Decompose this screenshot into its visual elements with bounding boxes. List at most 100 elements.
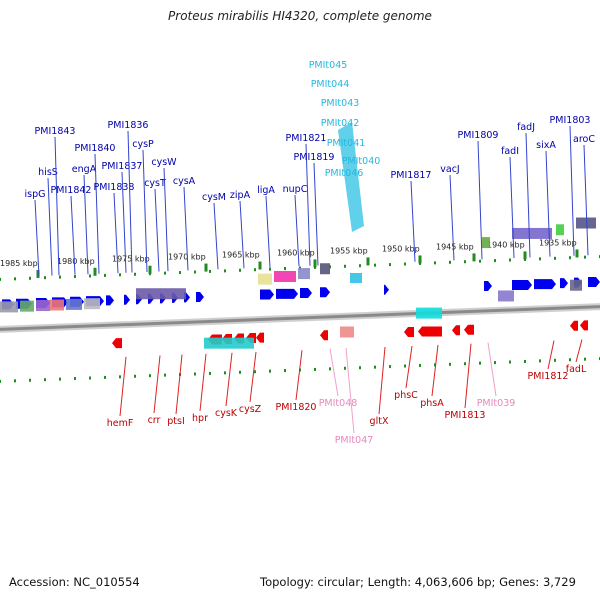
- label-leader-line: [54, 136, 60, 276]
- forward-gene-label: sixA: [536, 140, 556, 151]
- scale-major-tick: [313, 259, 317, 268]
- label-leader-line: [113, 192, 119, 274]
- scale-tick: [314, 367, 316, 371]
- reverse-gene-arrow: [464, 324, 474, 335]
- scale-major-tick: [148, 265, 152, 274]
- forward-gene-label: PMI1821: [286, 133, 327, 144]
- scale-tick: [29, 378, 31, 382]
- scale-major-tick: [93, 267, 97, 276]
- scale-tick: [299, 266, 301, 270]
- feature-block: [320, 263, 330, 275]
- forward-gene-arrow: [106, 295, 114, 306]
- label-leader-line: [449, 174, 455, 261]
- forward-gene-label: PMI1843: [35, 126, 76, 137]
- scale-tick: [209, 269, 211, 273]
- feature-block: [570, 279, 582, 291]
- reverse-gene-label: gltX: [370, 416, 389, 427]
- feature-block: [340, 326, 354, 338]
- forward-gene-label: PMI1842: [51, 185, 92, 196]
- scale-tick: [479, 361, 481, 365]
- scale-tick: [44, 276, 46, 280]
- scale-tick: [374, 365, 376, 369]
- scale-tick: [254, 268, 256, 272]
- label-leader-line: [183, 186, 189, 271]
- scale-tick: [539, 257, 541, 261]
- label-leader-line: [199, 353, 207, 412]
- scale-tick: [254, 370, 256, 374]
- scale-tick: [119, 273, 121, 277]
- label-leader-line: [154, 188, 160, 272]
- scale-tick: [224, 371, 226, 375]
- scale-tick: [44, 378, 46, 382]
- forward-rna-label: PMIt042: [321, 118, 360, 129]
- label-leader-line: [583, 144, 589, 256]
- scale-tick: [569, 256, 571, 260]
- reverse-gene-label: ptsI: [167, 416, 185, 427]
- forward-gene-label: PMI1817: [391, 170, 432, 181]
- scale-tick: [344, 366, 346, 370]
- scale-tick: [359, 366, 361, 370]
- forward-gene-arrow: [588, 277, 600, 288]
- scale-major-tick: [418, 255, 422, 264]
- label-leader-line: [34, 199, 40, 277]
- scale-tick: [404, 364, 406, 368]
- scale-tick: [89, 376, 91, 380]
- scale-major-tick: [575, 249, 579, 258]
- scale-tick: [374, 263, 376, 267]
- feature-block: [482, 237, 490, 249]
- label-leader-line: [509, 156, 515, 259]
- scale-label: 1975 kbp: [112, 255, 150, 264]
- reverse-gene-arrow: [112, 338, 122, 349]
- forward-gene-label: PMI1838: [94, 182, 135, 193]
- scale-tick: [359, 264, 361, 268]
- scale-label: 1985 kbp: [0, 259, 38, 268]
- feature-block: [50, 299, 64, 311]
- label-leader-line: [163, 167, 169, 272]
- scale-tick: [449, 362, 451, 366]
- feature-block: [136, 288, 186, 300]
- scale-tick: [209, 371, 211, 375]
- label-leader-line: [295, 350, 303, 401]
- forward-rna-label: PMIt044: [311, 79, 350, 90]
- label-leader-line: [487, 342, 497, 397]
- scale-tick: [494, 259, 496, 263]
- feature-block: [20, 300, 34, 312]
- scale-tick: [419, 363, 421, 367]
- scale-tick: [464, 260, 466, 264]
- scale-tick: [434, 261, 436, 265]
- scale-tick: [59, 377, 61, 381]
- scale-tick: [59, 275, 61, 279]
- scale-tick: [569, 358, 571, 362]
- scale-label: 1980 kbp: [57, 257, 95, 266]
- forward-rna-cluster: [338, 122, 364, 232]
- label-leader-line: [265, 195, 271, 268]
- scale-label: 1945 kbp: [436, 242, 474, 251]
- forward-gene-label: cysW: [151, 157, 177, 168]
- reverse-gene-arrow: [256, 332, 264, 343]
- scale-label: 1970 kbp: [168, 253, 206, 262]
- label-leader-line: [477, 140, 483, 260]
- scale-major-tick: [366, 257, 370, 266]
- forward-gene-label: PMI1836: [108, 120, 149, 131]
- scale-label: 1940 kbp: [487, 240, 525, 249]
- reverse-gene-arrow: [418, 326, 442, 337]
- label-leader-line: [142, 149, 148, 272]
- scale-label: 1955 kbp: [330, 246, 368, 255]
- forward-gene-label: cysT: [144, 178, 166, 189]
- scale-tick: [194, 270, 196, 274]
- reverse-rna-label: PMIt048: [319, 398, 358, 409]
- label-leader-line: [547, 340, 555, 370]
- reverse-gene-arrow: [404, 327, 414, 338]
- forward-rna-label: PMIt041: [327, 138, 366, 149]
- forward-gene-label: cysA: [173, 176, 196, 187]
- scale-tick: [164, 271, 166, 275]
- scale-tick: [104, 273, 106, 277]
- feature-block: [498, 290, 514, 302]
- forward-gene-label: vacJ: [440, 164, 459, 175]
- scale-tick: [284, 369, 286, 373]
- scale-tick: [329, 367, 331, 371]
- forward-gene-arrow: [512, 279, 532, 290]
- reverse-gene-label: cysZ: [239, 404, 262, 415]
- label-leader-line: [345, 347, 355, 434]
